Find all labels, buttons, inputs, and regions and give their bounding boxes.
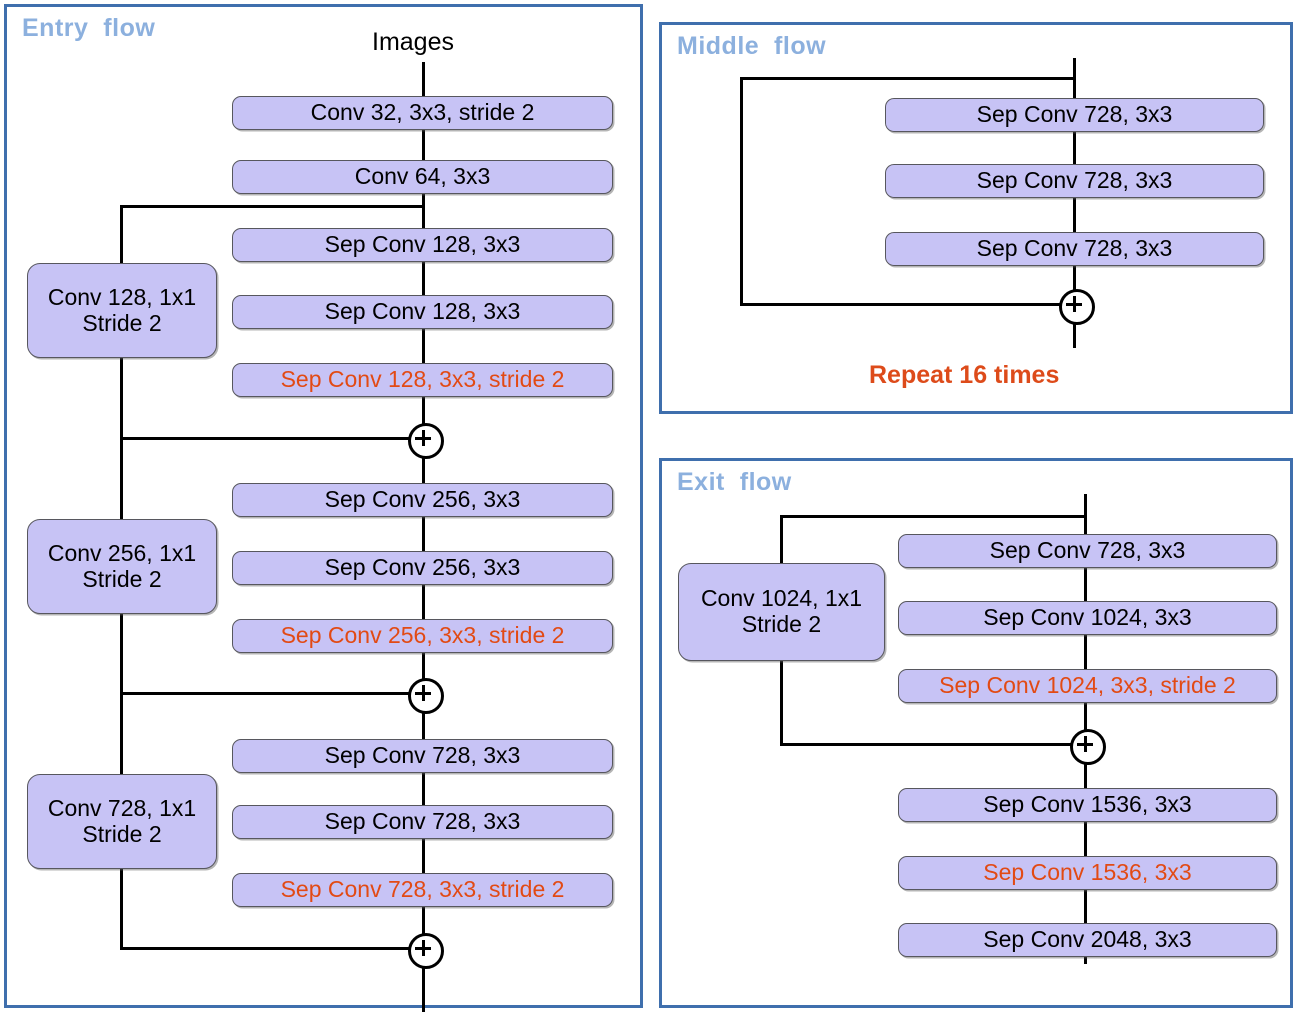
- entry-adder-1: [408, 423, 444, 459]
- middle-skip-top-line: [740, 77, 1075, 80]
- middle-flow-panel: [659, 22, 1293, 414]
- node-entry-8[interactable]: Sep Conv 728, 3x3: [232, 739, 613, 773]
- node-entry-skip-conv728[interactable]: Conv 728, 1x1 Stride 2: [27, 774, 217, 869]
- node-entry-skip-conv256[interactable]: Conv 256, 1x1 Stride 2: [27, 519, 217, 614]
- node-entry-4[interactable]: Sep Conv 128, 3x3, stride 2: [232, 363, 613, 397]
- entry-adder-3: [408, 933, 444, 969]
- node-entry-skip-conv128[interactable]: Conv 128, 1x1 Stride 2: [27, 263, 217, 358]
- node-exit-skip-conv1024[interactable]: Conv 1024, 1x1 Stride 2: [678, 563, 885, 661]
- middle-skip-bottom-line: [740, 303, 1065, 306]
- entry-trunk-line: [422, 62, 425, 1012]
- entry-flow-input-label: Images: [372, 28, 454, 56]
- node-entry-6[interactable]: Sep Conv 256, 3x3: [232, 551, 613, 585]
- middle-flow-repeat-label: Repeat 16 times: [869, 361, 1060, 389]
- node-exit-5[interactable]: Sep Conv 2048, 3x3: [898, 923, 1277, 957]
- node-entry-5[interactable]: Sep Conv 256, 3x3: [232, 483, 613, 517]
- exit-skip-bottom-line: [780, 743, 1076, 746]
- exit-adder-1: [1070, 729, 1106, 765]
- node-entry-1[interactable]: Conv 64, 3x3: [232, 160, 613, 194]
- entry-skip1-top-line: [120, 205, 424, 208]
- exit-flow-title: Exit flow: [677, 468, 792, 496]
- middle-skip-vertical-line: [740, 77, 743, 306]
- exit-skip-top-line: [780, 515, 1086, 518]
- middle-adder-1: [1059, 289, 1095, 325]
- node-exit-0[interactable]: Sep Conv 728, 3x3: [898, 534, 1277, 568]
- entry-skip3-bottom-line: [120, 947, 414, 950]
- node-exit-1[interactable]: Sep Conv 1024, 3x3: [898, 601, 1277, 635]
- node-entry-2[interactable]: Sep Conv 128, 3x3: [232, 228, 613, 262]
- node-exit-2[interactable]: Sep Conv 1024, 3x3, stride 2: [898, 669, 1277, 703]
- node-exit-4[interactable]: Sep Conv 1536, 3x3: [898, 856, 1277, 890]
- node-entry-0[interactable]: Conv 32, 3x3, stride 2: [232, 96, 613, 130]
- node-middle-1[interactable]: Sep Conv 728, 3x3: [885, 164, 1264, 198]
- entry-flow-title: Entry flow: [22, 14, 156, 42]
- node-middle-2[interactable]: Sep Conv 728, 3x3: [885, 232, 1264, 266]
- middle-trunk-line: [1073, 58, 1076, 348]
- entry-adder-2: [408, 678, 444, 714]
- node-entry-7[interactable]: Sep Conv 256, 3x3, stride 2: [232, 619, 613, 653]
- node-entry-10[interactable]: Sep Conv 728, 3x3, stride 2: [232, 873, 613, 907]
- node-middle-0[interactable]: Sep Conv 728, 3x3: [885, 98, 1264, 132]
- entry-skip2-bottom-line: [120, 692, 414, 695]
- node-entry-9[interactable]: Sep Conv 728, 3x3: [232, 805, 613, 839]
- node-exit-3[interactable]: Sep Conv 1536, 3x3: [898, 788, 1277, 822]
- middle-flow-title: Middle flow: [677, 32, 827, 60]
- entry-skip1-bottom-line: [120, 437, 414, 440]
- node-entry-3[interactable]: Sep Conv 128, 3x3: [232, 295, 613, 329]
